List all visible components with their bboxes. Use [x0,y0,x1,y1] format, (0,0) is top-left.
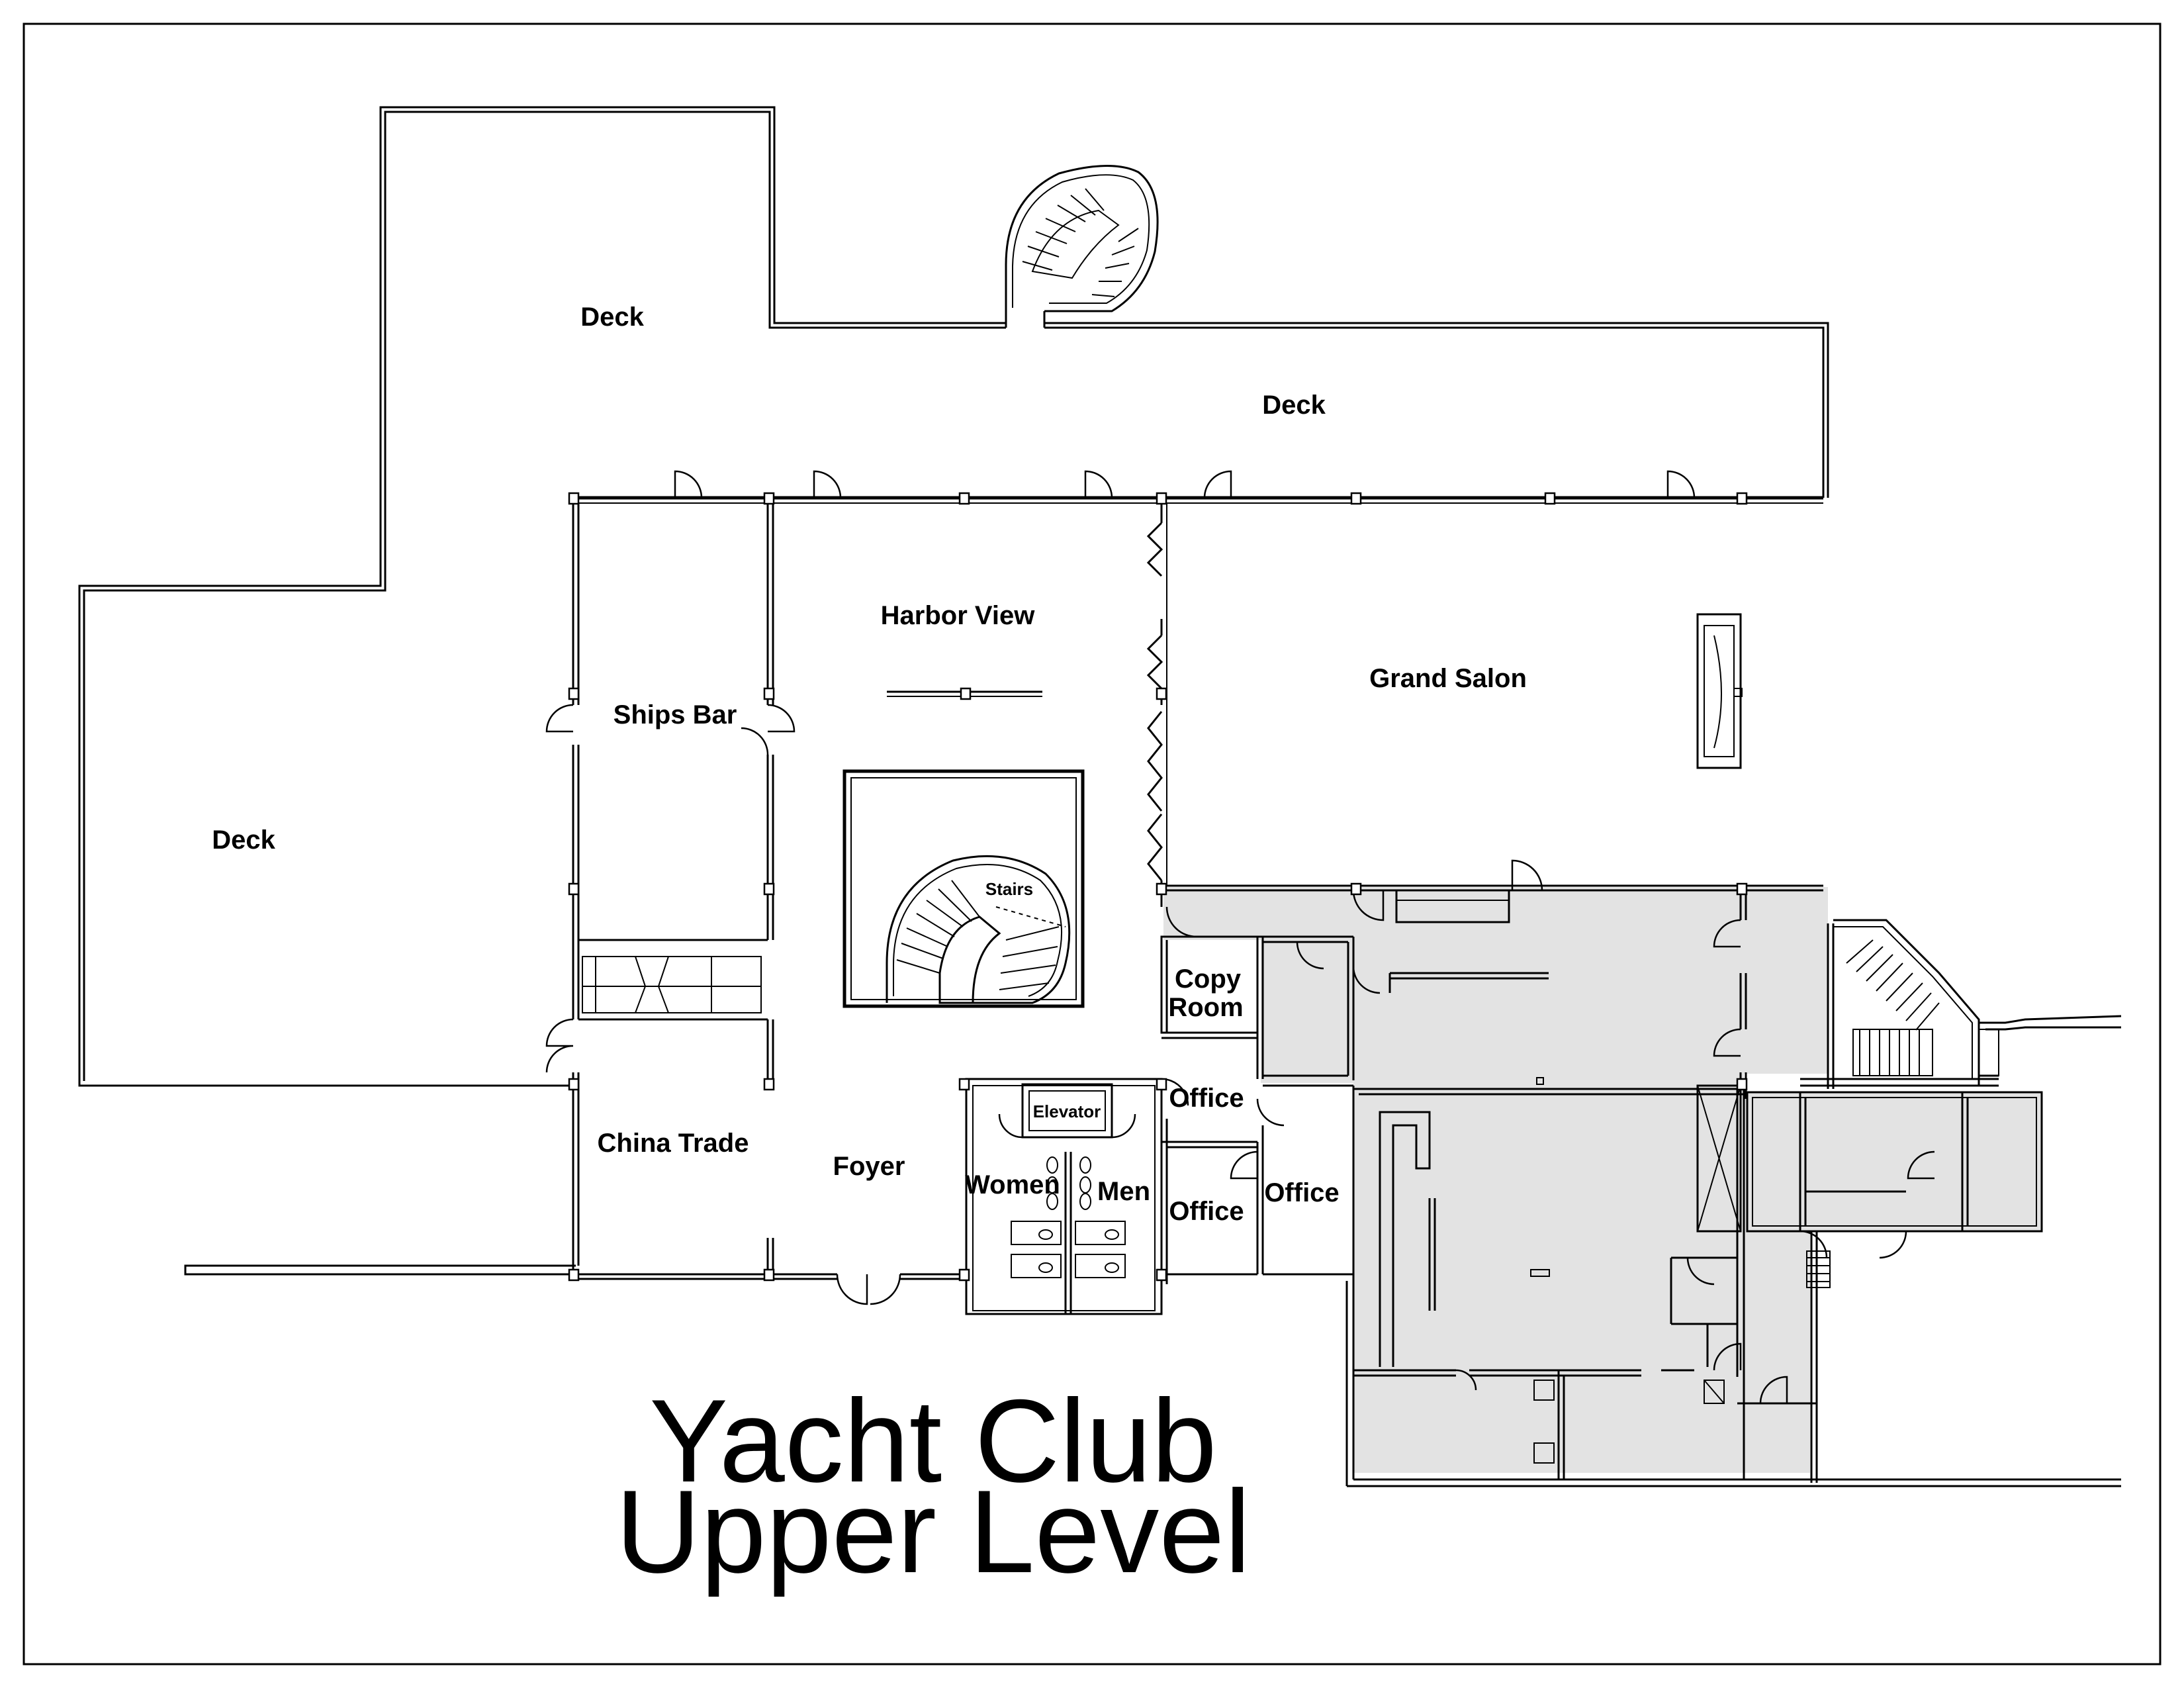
label-stairs: Stairs [985,879,1033,899]
label-copy-room-line1: Copy [1175,964,1242,994]
label-harbor-view: Harbor View [881,601,1036,630]
north-facade [573,496,1823,504]
label-office-3: Office [1264,1178,1339,1207]
service-block-walls [965,890,1355,1315]
door-swings [545,470,1935,1404]
room-labels: Deck Deck Deck Harbor View Grand Salon S… [212,303,1527,1226]
exterior-stair-top [1005,165,1159,312]
east-annex [1746,919,2122,1288]
harbor-view-counter [887,687,1042,700]
title-line-1: Yacht Club [649,1375,1217,1507]
label-elevator: Elevator [1033,1102,1101,1121]
label-women: Women [965,1170,1060,1199]
label-grand-salon: Grand Salon [1369,664,1527,693]
label-foyer: Foyer [833,1152,905,1181]
west-wing-walls [572,498,774,1274]
label-ships-bar: Ships Bar [614,700,737,729]
label-office-2: Office [1169,1197,1244,1226]
page-border [23,23,2161,1665]
label-deck-top-right: Deck [1262,391,1326,420]
structural-posts [568,492,1748,1282]
folding-partition [1146,498,1823,892]
salon-counter [1395,889,1510,923]
label-office-1: Office [1169,1084,1244,1113]
title-line-2: Upper Level [615,1466,1251,1597]
label-deck-top-left: Deck [580,303,644,332]
central-stairwell [842,769,1085,1008]
label-copy-room-line2: Room [1168,993,1243,1022]
label-men: Men [1097,1177,1150,1206]
label-deck-left: Deck [212,825,275,855]
foyer-walls [578,1273,970,1280]
grand-salon-stage [1696,613,1743,769]
deck-outline [78,106,1829,1276]
label-china-trade: China Trade [598,1129,749,1158]
